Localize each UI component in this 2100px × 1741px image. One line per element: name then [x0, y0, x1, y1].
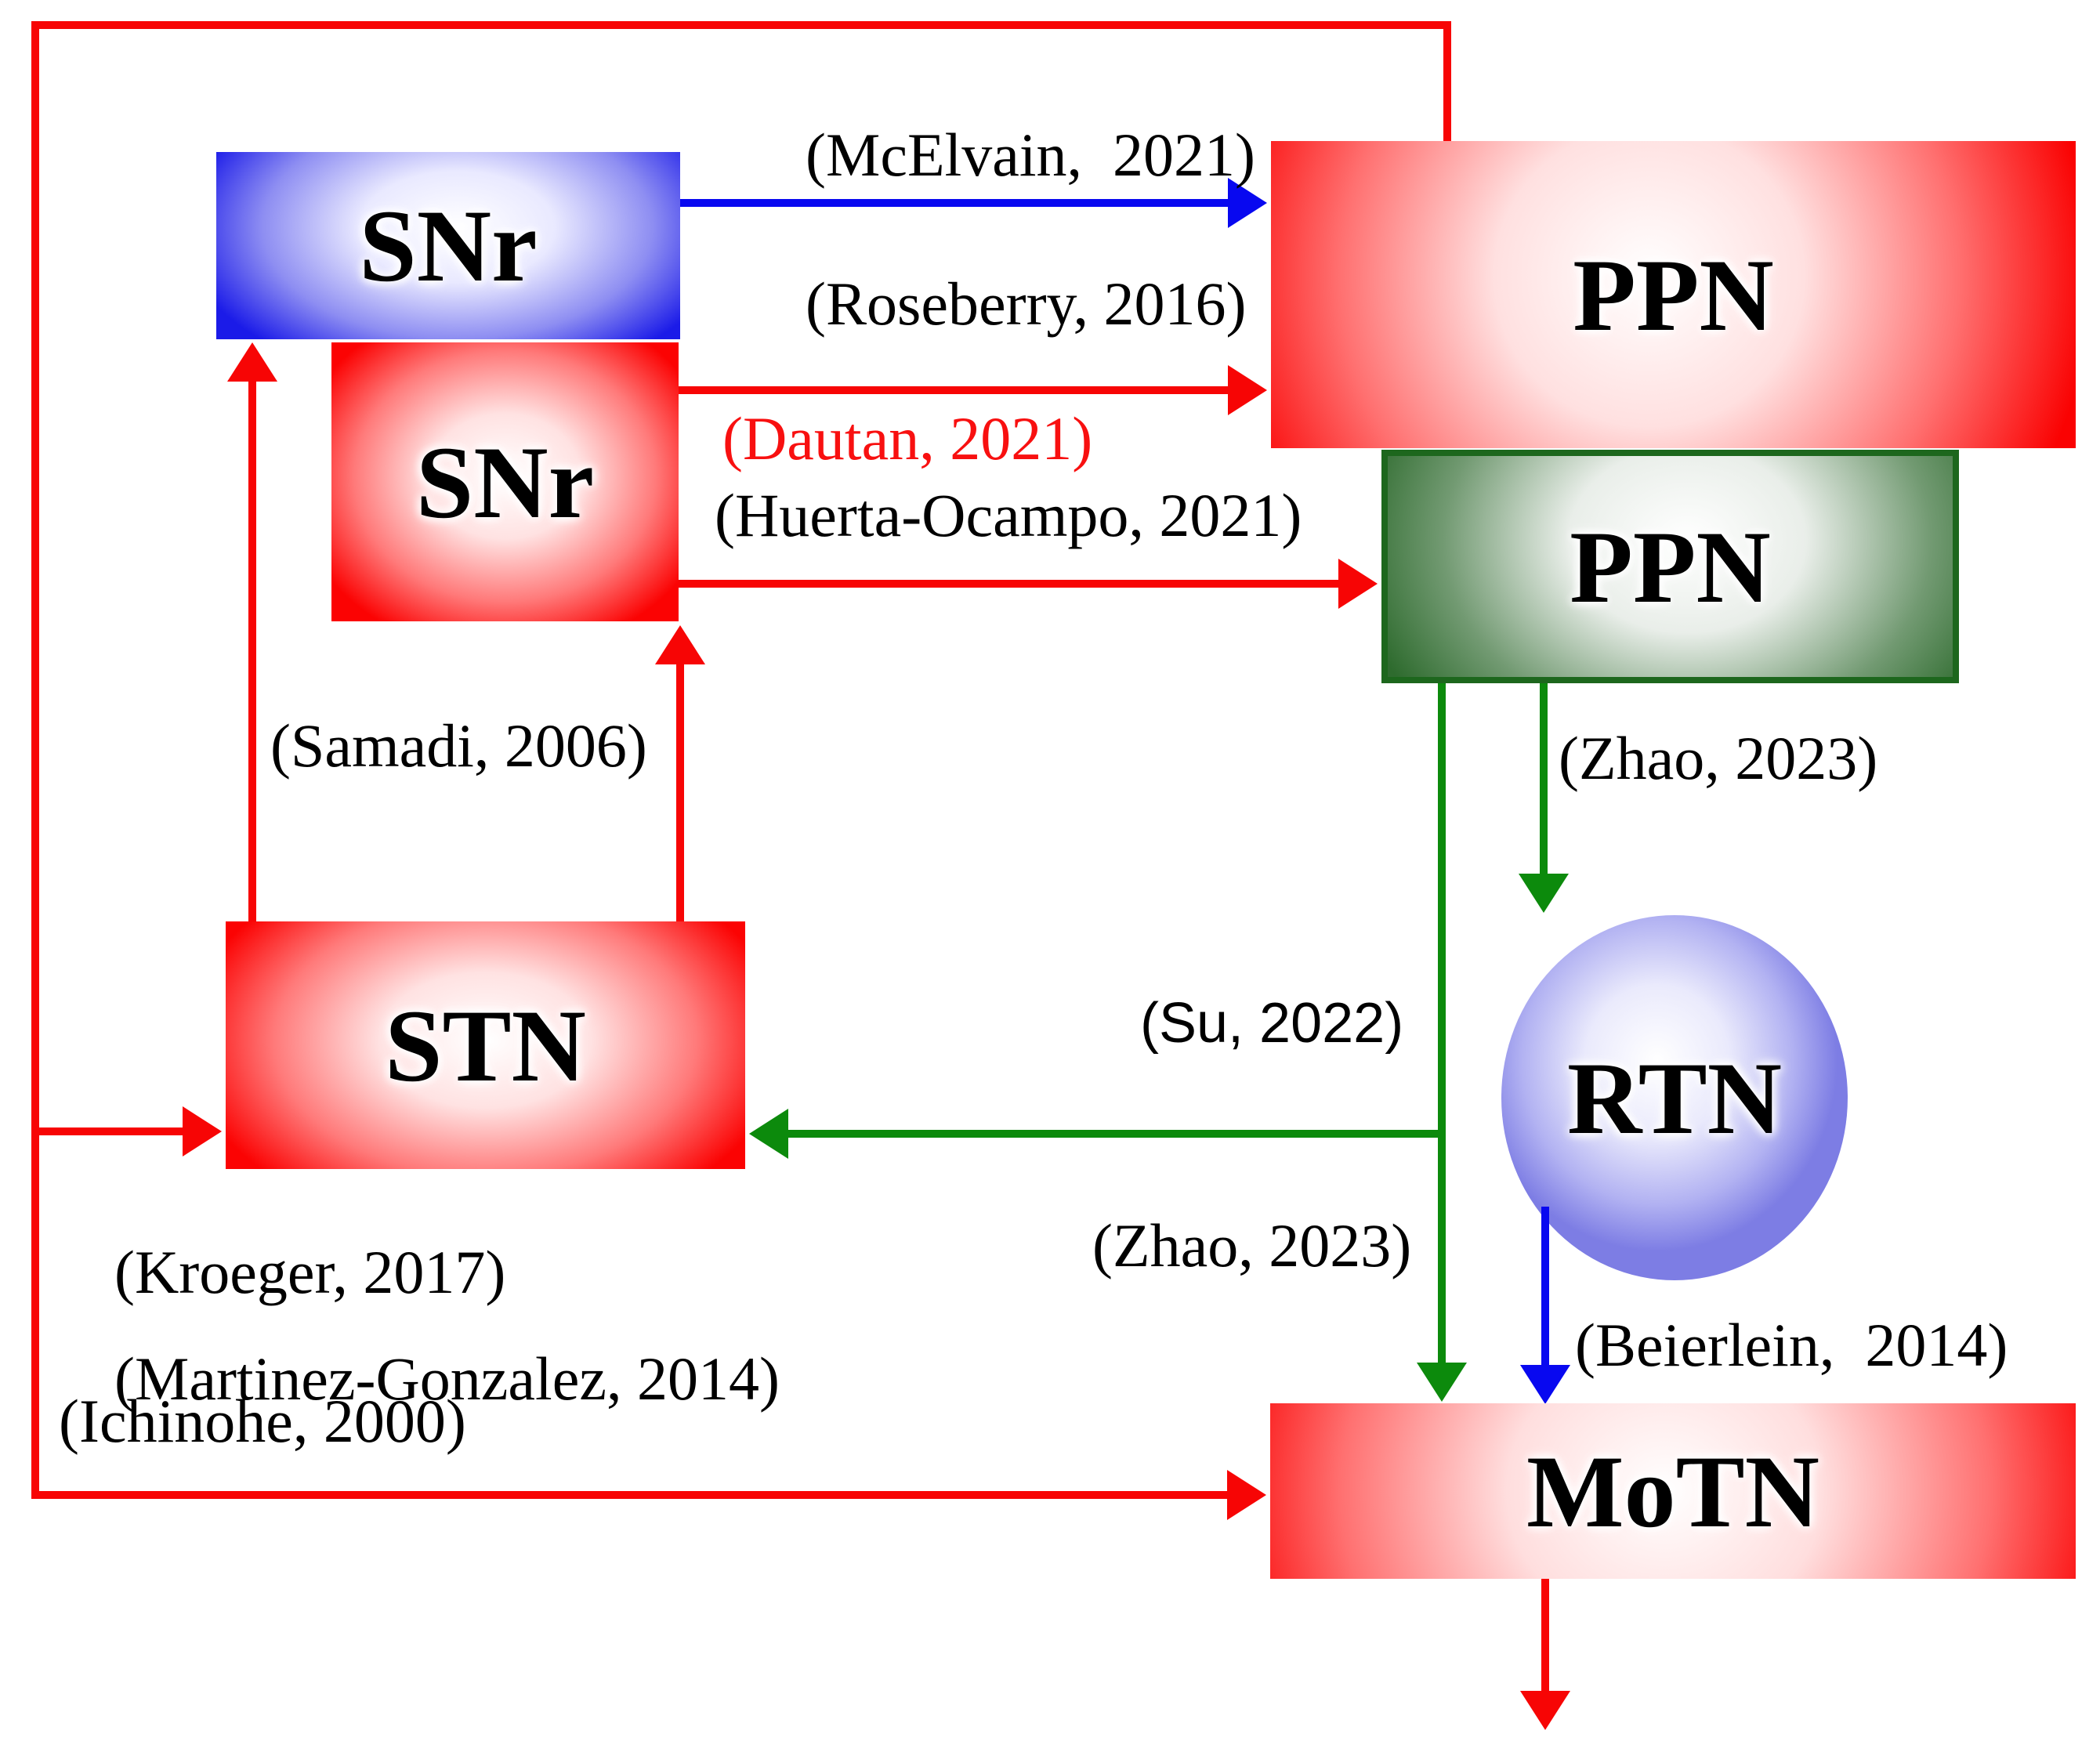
node-ppn-red-label: PPN: [1573, 237, 1774, 353]
citation-dautan: (Dautan, 2021): [722, 404, 1093, 472]
node-ppn-green: PPN: [1381, 450, 1959, 683]
edge-ppngreen-rtn-arrowhead: [1519, 874, 1569, 913]
citation-su: (Su, 2022): [1140, 992, 1404, 1055]
citation-zhao-rtn: (Zhao, 2023): [1559, 724, 1878, 792]
citation-huerta-ocampo: (Huerta-Ocampo, 2021): [715, 481, 1302, 549]
node-ppn-green-label: PPN: [1570, 509, 1771, 624]
node-rtn-label: RTN: [1566, 1040, 1783, 1156]
node-ppn-red: PPN: [1271, 141, 2076, 448]
node-stn-label: STN: [385, 987, 586, 1103]
edge-ppnred-motn-arrowhead: [1227, 1470, 1266, 1520]
edge-stn-snrblue-arrowhead: [227, 342, 277, 382]
citation-beierlein: (Beierlein, 2014): [1575, 1311, 2008, 1379]
citation-martinez: (Martinez-Gonzalez, 2014): [114, 1345, 780, 1413]
node-snr-blue-label: SNr: [359, 188, 538, 303]
edge-snrred-ppnred-line: [679, 386, 1232, 394]
citation-ichinohe: (Ichinohe, 2000): [59, 1387, 466, 1455]
edge-ppngreen-rtn-line: [1540, 683, 1548, 879]
node-motn-label: MoTN: [1526, 1433, 1819, 1549]
citation-zhao-motn: (Zhao, 2023): [1092, 1211, 1412, 1280]
edge-ppnred-loop-left-line: [31, 21, 39, 1499]
node-stn: STN: [226, 921, 745, 1169]
edge-motn-output-arrowhead: [1520, 1691, 1570, 1730]
edge-snrred-ppnred-arrowhead: [1228, 365, 1267, 415]
edge-snrblue-ppnred-arrowhead: [1228, 178, 1267, 228]
node-motn: MoTN: [1270, 1403, 2076, 1579]
edge-ppngreen-motn-line: [1438, 683, 1446, 1366]
node-snr-red: SNr: [331, 342, 679, 621]
edge-stn-snrblue-line: [248, 376, 256, 921]
edge-rtn-motn-line: [1541, 1207, 1549, 1371]
edge-stn-snrred-arrowhead: [655, 625, 705, 664]
citation-kroeger-martinez: (Kroeger, 2017) (Martinez-Gonzalez, 2014…: [53, 1193, 780, 1459]
edge-stn-snrred-line: [676, 658, 684, 921]
edge-ppngreen-motn-arrowhead: [1417, 1363, 1467, 1402]
edge-rtn-motn-arrowhead: [1520, 1365, 1570, 1404]
citation-mcelvain-roseberry: (McElvain, 2021) (Roseberry, 2016): [744, 43, 1255, 415]
edge-motn-output-line: [1541, 1579, 1549, 1696]
citation-kroeger: (Kroeger, 2017): [114, 1238, 506, 1306]
edge-ppnred-loop-drop-line: [1443, 21, 1451, 141]
edge-ppngreen-stn-arrowhead: [749, 1109, 788, 1159]
edge-ppnred-loop-top-line: [31, 21, 1451, 29]
node-snr-blue: SNr: [216, 152, 680, 339]
citation-roseberry: (Roseberry, 2016): [806, 270, 1247, 338]
edge-ppnred-motn-line: [31, 1491, 1232, 1499]
citation-mcelvain: (McElvain, 2021): [806, 121, 1256, 189]
citation-samadi: (Samadi, 2006): [270, 711, 647, 780]
edge-snrred-ppngreen-arrowhead: [1338, 559, 1378, 609]
edge-ppnred-stn-arrowhead: [183, 1106, 222, 1156]
edge-snrred-ppngreen-line: [679, 580, 1343, 588]
edge-snrblue-ppnred-line: [680, 199, 1232, 207]
edge-ppnred-stn-line: [31, 1127, 188, 1135]
edge-ppngreen-stn-line: [784, 1130, 1442, 1138]
node-snr-red-label: SNr: [415, 424, 595, 540]
node-rtn: RTN: [1501, 915, 1848, 1280]
